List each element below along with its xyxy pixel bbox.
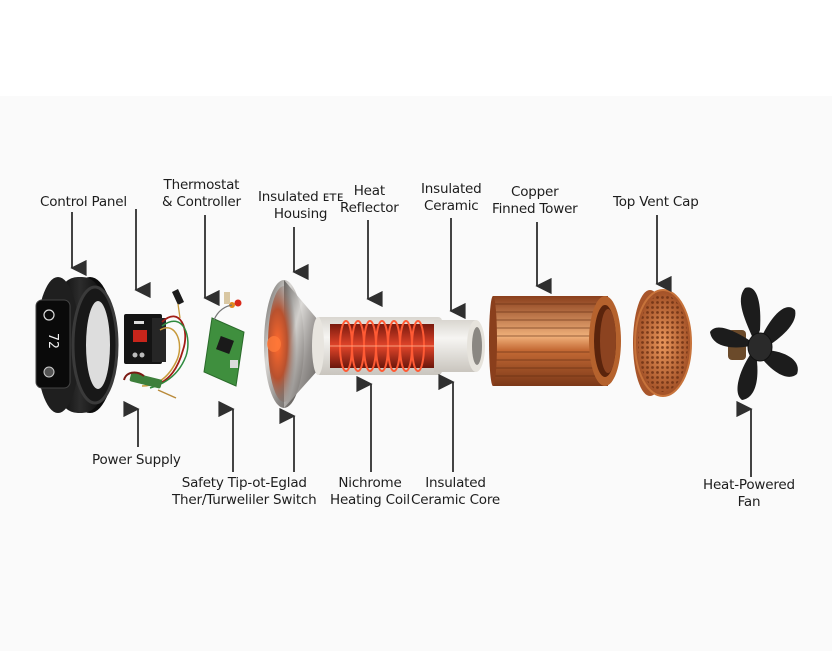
- arrows: [70, 209, 753, 477]
- label-copper-finned-tower: Copper Finned Tower: [492, 184, 578, 217]
- temperature-display: 72: [45, 333, 60, 349]
- ceramic-core-part: [434, 320, 485, 372]
- label-heat-reflector: Heat Reflector: [340, 183, 399, 216]
- label-safety-switch: Safety Tip-ot-Eglad Ther/Turweliler Swit…: [172, 475, 317, 508]
- label-control-panel: Control Panel: [40, 194, 127, 210]
- label-insulated-housing: Insulated ᴇᴛᴇ Housing: [258, 189, 344, 222]
- thermostat-pcb-part: [203, 292, 245, 387]
- label-insulated-ceramic-core: Insulated Ceramic Core: [411, 475, 501, 508]
- label-nichrome-heating-coil: Nichrome Heating Coil: [330, 475, 410, 508]
- heating-coil-assembly: [312, 317, 442, 375]
- label-insulated-ceramic: Insulated Ceramic: [421, 181, 482, 214]
- label-heat-powered-fan: Heat-Powered Fan: [703, 477, 795, 510]
- top-vent-cap-part: [633, 289, 692, 397]
- control-panel-part: 72: [35, 277, 119, 413]
- copper-tower-part: [489, 296, 621, 386]
- label-power-supply: Power Supply: [92, 452, 181, 468]
- label-top-vent-cap: Top Vent Cap: [613, 194, 699, 210]
- power-supply-part: [123, 289, 189, 399]
- label-thermostat-controller: Thermostat & Controller: [162, 177, 241, 210]
- fan-part: [710, 287, 798, 400]
- svg-text:72: 72: [45, 333, 60, 349]
- heat-reflector-part: [264, 280, 318, 408]
